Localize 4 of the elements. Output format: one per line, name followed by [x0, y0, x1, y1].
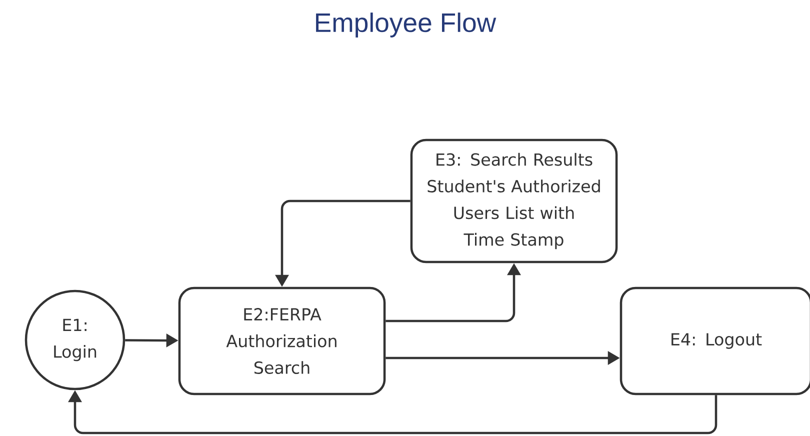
title: Employee Flow: [316, 12, 496, 38]
process-box: E2:FERPA Authorization Search: [178, 286, 386, 396]
process-box: E4: Logout: [620, 286, 810, 396]
process-box: E3: Search Results Student's Authorized Users List with Time Stamp: [410, 138, 618, 264]
